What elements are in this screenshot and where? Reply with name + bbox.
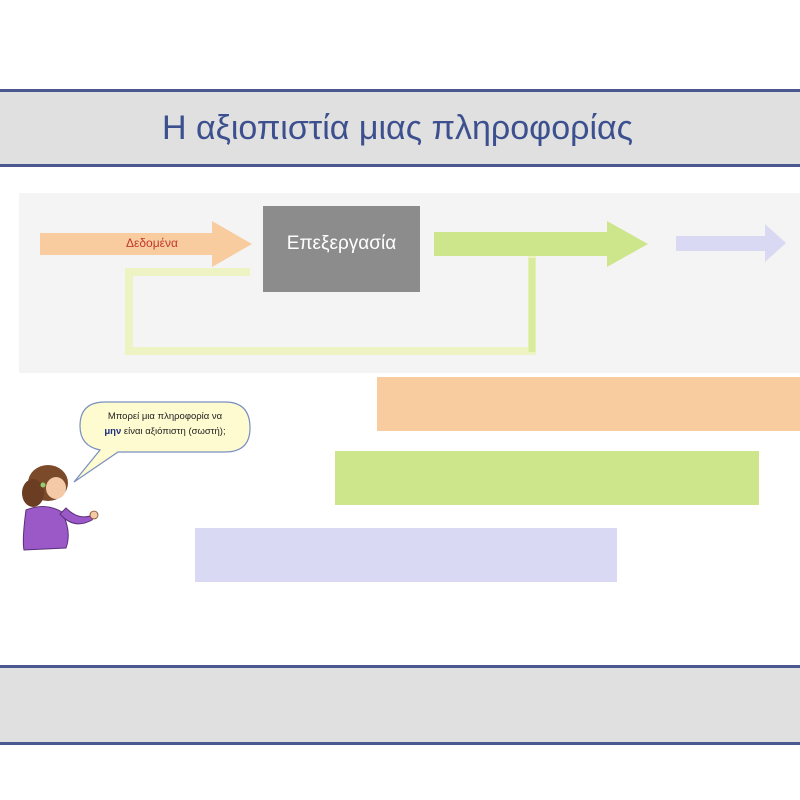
green-placeholder-bar [335,451,759,505]
slide-title: Η αξιοπιστία μιας πληροφορίας [161,108,634,147]
footer-band [0,665,800,745]
result-arrow [676,224,786,262]
woman-thinking-icon [22,465,99,551]
output-arrow [434,221,648,267]
purple-placeholder-bar [195,528,617,582]
speech-bold-word: μην [104,426,122,437]
orange-placeholder-bar [377,377,800,431]
input-arrow [40,221,252,267]
process-label: Επεξεργασία [286,232,397,254]
speech-line-1: Μπορεί μια πληροφορία να [107,411,223,422]
process-box: Επεξεργασία [263,206,420,292]
speech-line-2: είναι αξιόπιστη (σωστή); [121,426,226,437]
input-label: Δεδομένα [126,236,178,250]
title-band: Η αξιοπιστία μιας πληροφορίας [0,89,800,167]
speech-bubble-text: Μπορεί μια πληροφορία να μην είναι αξιόπ… [84,409,246,439]
speech-bubble [73,401,251,483]
